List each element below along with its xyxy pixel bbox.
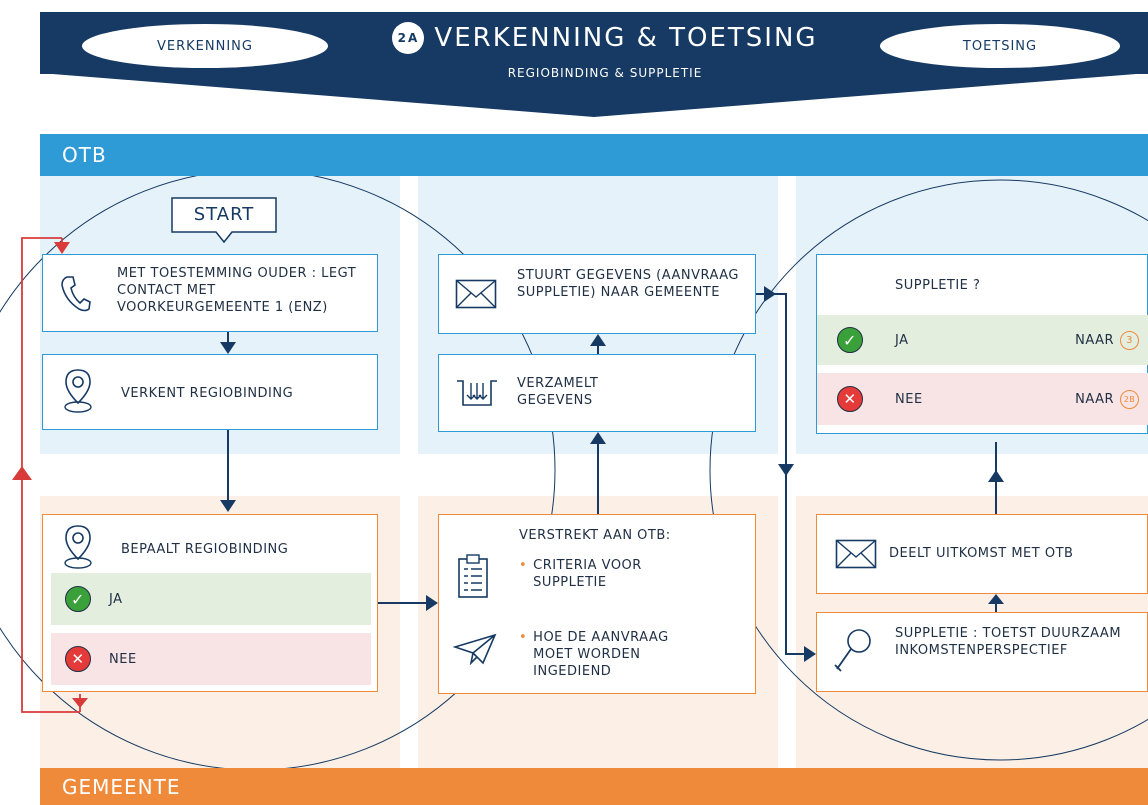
step-verstrekt-title: VERSTREKT AAN OTB: [519,528,671,543]
step-contact-box: MET TOESTEMMING OUDER : LEGT CONTACT MET… [42,254,378,332]
collect-icon [457,380,497,406]
lane-gemeente-label: GEMEENTE [62,774,181,799]
cross-icon: ✕ [837,386,863,412]
step-stuurt-text: STUURT GEGEVENS (AANVRAAG SUPPLETIE) NAA… [517,268,740,300]
suppletie-question: SUPPLETIE ? [895,278,981,293]
lane-otb: OTB [40,134,1148,176]
header-banner-point [40,73,1148,117]
verstrekt-item-2-text: HOE DE AANVRAAG MOET WORDEN INGEDIEND [533,630,669,679]
verstrekt-item-1-text: CRITERIA VOOR SUPPLETIE [533,558,642,590]
lane-gemeente: GEMEENTE [40,768,1148,805]
bullet-icon: • [519,630,528,645]
start-tag [171,197,277,244]
step-bepaalt-box: BEPAALT REGIOBINDING ✓ JA ✕ NEE [42,514,378,692]
page-title-text: VERKENNING & TOETSING [434,23,818,53]
pill-toetsing: TOETSING [880,24,1120,68]
verstrekt-item-2: • HOE DE AANVRAAG MOET WORDEN INGEDIEND [519,629,749,680]
step-3-badge: 3 [1120,330,1139,350]
clipboard-icon [458,554,488,598]
envelope-icon [455,279,497,309]
phone-icon [61,276,91,312]
page-title: 2A VERKENNING & TOETSING [360,22,850,54]
start-label: START [193,204,255,225]
bepaalt-ja-label: JA [109,591,123,607]
bepaalt-nee-row: ✕ NEE [51,633,371,685]
bullet-icon: • [519,558,528,573]
phase-badge: 2A [392,22,425,54]
suppletie-ja-naar: NAAR [1075,332,1114,348]
step-verkent-box: VERKENT REGIOBINDING [42,354,378,430]
pill-verkenning-label: VERKENNING [157,38,253,54]
suppletie-nee-row: ✕ NEE NAAR 2B [817,373,1148,425]
step-deelt-text: DEELT UITKOMST MET OTB [889,546,1074,561]
step-2b-badge: 2B [1120,389,1139,409]
verstrekt-item-1: • CRITERIA VOOR SUPPLETIE [519,557,749,591]
suppletie-nee-label: NEE [895,391,923,407]
check-icon: ✓ [65,586,91,612]
bepaalt-ja-row: ✓ JA [51,573,371,625]
paper-plane-icon [453,633,497,665]
step-bepaalt-text: BEPAALT REGIOBINDING [121,542,289,557]
pill-toetsing-label: TOETSING [962,38,1038,54]
cross-icon: ✕ [65,646,91,672]
step-toetst-box: SUPPLETIE : TOETST DUURZAAM INKOMSTENPER… [816,612,1148,692]
magnifier-icon [834,629,871,672]
suppletie-nee-naar: NAAR [1075,391,1114,407]
suppletie-ja-row: ✓ JA NAAR 3 [817,315,1148,365]
suppletie-ja-label: JA [895,332,909,348]
step-contact-text: MET TOESTEMMING OUDER : LEGT CONTACT MET… [117,266,357,315]
step-toetst-text: SUPPLETIE : TOETST DUURZAAM INKOMSTENPER… [895,626,1122,658]
step-verzamelt-text: VERZAMELT GEGEVENS [517,376,599,408]
step-stuurt-box: STUURT GEGEVENS (AANVRAAG SUPPLETIE) NAA… [438,254,756,334]
step-verzamelt-box: VERZAMELT GEGEVENS [438,354,756,432]
bepaalt-nee-label: NEE [109,651,137,667]
page-subtitle: REGIOBINDING & SUPPLETIE [507,66,703,80]
location-pin-icon [64,525,92,569]
step-deelt-box: DEELT UITKOMST MET OTB [816,514,1148,594]
location-pin-icon [64,369,92,413]
lane-otb-label: OTB [62,143,107,167]
step-verstrekt-box: VERSTREKT AAN OTB: • CRITERIA VOOR SUPPL… [438,514,756,694]
step-verkent-text: VERKENT REGIOBINDING [121,386,294,401]
check-icon: ✓ [837,327,863,353]
pill-verkenning: VERKENNING [82,24,328,68]
envelope-icon [835,539,877,569]
step-suppletie-box: SUPPLETIE ? ✓ JA NAAR 3 ✕ NEE NAAR 2B [816,254,1148,434]
